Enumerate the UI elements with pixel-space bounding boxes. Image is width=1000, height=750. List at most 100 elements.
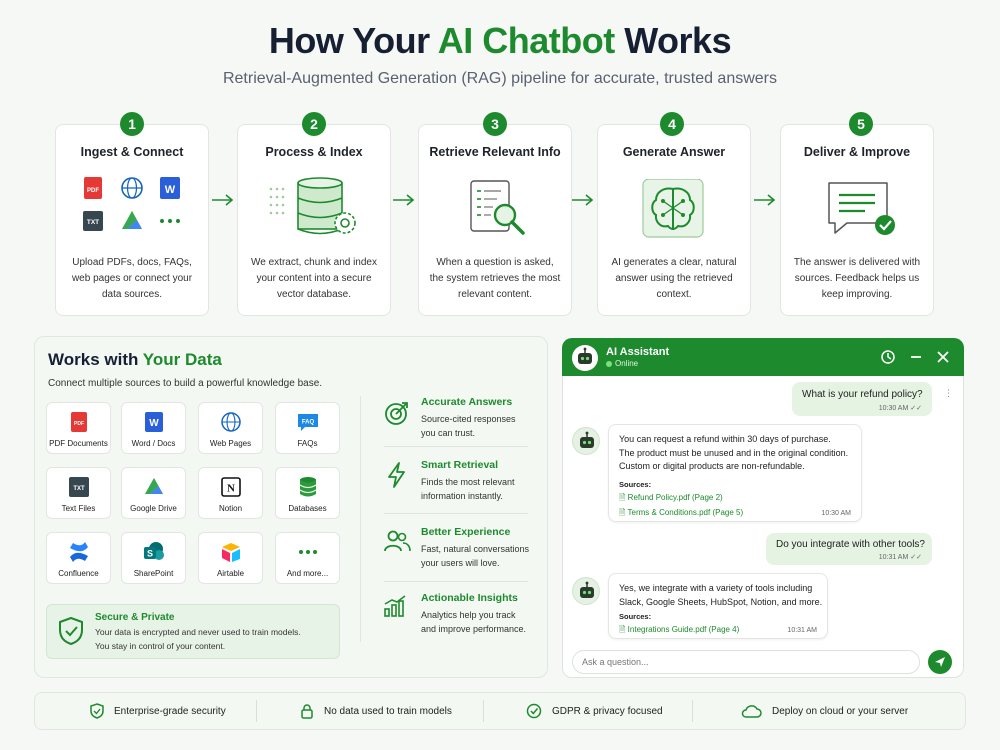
- step-deliver-card: Deliver & Improve The answer is delivere…: [780, 124, 934, 316]
- source-tile-notion[interactable]: N Notion: [198, 467, 263, 519]
- bot-avatar: [572, 577, 600, 605]
- arrow-right-icon: [212, 194, 234, 206]
- page-subtitle: Retrieval-Augmented Generation (RAG) pip…: [222, 70, 778, 87]
- step-process-card: Process & Index We extract, chunk and in…: [237, 124, 391, 316]
- source-tile-word[interactable]: W Word / Docs: [121, 402, 186, 454]
- source-tile-drive[interactable]: Google Drive: [121, 467, 186, 519]
- svg-text:TXT: TXT: [73, 486, 85, 492]
- message-time: 10:31 AM ✓✓: [878, 554, 922, 561]
- footer-divider: [483, 700, 484, 722]
- avatar: [572, 345, 598, 371]
- pdf-icon: [84, 177, 102, 199]
- footer-divider: [692, 700, 693, 722]
- step-number-badge: 2: [302, 112, 326, 136]
- source-tile-confluence[interactable]: Confluence: [46, 532, 111, 584]
- document-search-icon: [470, 180, 525, 235]
- step-title: Retrieve Relevant Info: [429, 145, 561, 159]
- source-tile-airtable[interactable]: Airtable: [198, 532, 263, 584]
- step-retrieve-card: Retrieve Relevant Info When a question i…: [418, 124, 572, 316]
- chat-status: Online: [615, 359, 639, 368]
- step-description: Upload PDFs, docs, FAQs, web pages or co…: [71, 257, 193, 300]
- step-number-badge: 3: [483, 112, 507, 136]
- secure-text-2: You stay in control of your content.: [95, 641, 226, 651]
- step-title: Deliver & Improve: [803, 145, 911, 159]
- users-icon: [384, 530, 411, 552]
- user-message: Do you integrate with other tools? 10:31…: [766, 533, 932, 565]
- feature-divider: [384, 513, 528, 514]
- shield-check-icon: [59, 616, 83, 646]
- history-icon[interactable]: [880, 349, 896, 365]
- chat-input[interactable]: [572, 650, 920, 674]
- txt-icon: [83, 211, 103, 231]
- step-description: We extract, chunk and index your content…: [251, 257, 377, 300]
- ai-brain-icon: [642, 179, 704, 238]
- source-tile-web[interactable]: Web Pages: [198, 402, 263, 454]
- step-number-badge: 1: [120, 112, 144, 136]
- user-message: What is your refund policy? 10:30 AM ✓✓: [792, 382, 932, 416]
- send-button[interactable]: [928, 650, 952, 674]
- robot-icon: [580, 581, 594, 598]
- svg-text:N: N: [227, 483, 235, 495]
- source-link[interactable]: 🗎 Integrations Guide.pdf (Page 4): [619, 625, 740, 634]
- bot-avatar: [572, 427, 600, 455]
- footer-item-security: Enterprise-grade security: [90, 692, 226, 730]
- step-description: The answer is delivered with sources. Fe…: [793, 257, 921, 300]
- footer-divider: [256, 700, 257, 722]
- source-tile-text[interactable]: TXT Text Files: [46, 467, 111, 519]
- feature-divider: [384, 581, 528, 582]
- footer-item-deploy: Deploy on cloud or your server: [740, 692, 908, 730]
- step-title: Generate Answer: [622, 145, 726, 159]
- message-time: 10:31 AM: [787, 627, 817, 634]
- arrow-right-icon: [393, 194, 415, 206]
- robot-icon: [580, 431, 594, 448]
- send-icon: [935, 657, 945, 667]
- step-generate-card: Generate Answer AI generates a clear, na…: [597, 124, 751, 316]
- word-icon: W: [144, 412, 163, 432]
- source-tile-sharepoint[interactable]: S SharePoint: [121, 532, 186, 584]
- source-tile-faq[interactable]: FAQ FAQs: [275, 402, 340, 454]
- globe-icon: [121, 177, 143, 199]
- close-icon[interactable]: [935, 349, 951, 365]
- sharepoint-icon: S: [143, 542, 164, 560]
- online-dot: [606, 361, 612, 367]
- page-title: How Your AI Chatbot Works: [268, 20, 732, 61]
- source-link[interactable]: 🗎 Terms & Conditions.pdf (Page 5): [619, 508, 744, 517]
- robot-icon: [578, 347, 592, 364]
- airtable-icon: [221, 543, 240, 562]
- step-description: AI generates a clear, natural answer usi…: [611, 257, 737, 300]
- source-tile-more[interactable]: And more...: [275, 532, 340, 584]
- message-time: 10:30 AM ✓✓: [878, 405, 922, 412]
- bot-message: You can request a refund within 30 days …: [608, 424, 862, 522]
- cloud-icon: [741, 705, 762, 718]
- data-panel-subtitle: Connect multiple sources to build a powe…: [48, 378, 323, 389]
- feature-divider: [384, 446, 528, 447]
- database-icon: [299, 477, 316, 497]
- source-link[interactable]: 🗎 Refund Policy.pdf (Page 2): [619, 493, 723, 502]
- target-icon: [385, 402, 408, 425]
- secure-text-1: Your data is encrypted and never used to…: [95, 627, 301, 637]
- step-description: When a question is asked, the system ret…: [429, 257, 561, 300]
- lightning-icon: [388, 462, 405, 488]
- text-file-icon: TXT: [68, 477, 89, 497]
- minimize-icon[interactable]: [908, 349, 924, 365]
- source-tile-databases[interactable]: Databases: [275, 467, 340, 519]
- message-options-icon[interactable]: ⋮: [944, 388, 953, 398]
- step-number-badge: 4: [660, 112, 684, 136]
- bot-message: Yes, we integrate with a variety of tool…: [608, 573, 828, 639]
- confluence-icon: [69, 542, 88, 562]
- word-icon-text: W: [165, 184, 176, 196]
- svg-text:FAQ: FAQ: [301, 420, 314, 426]
- file-icon: 🗎: [619, 493, 626, 502]
- file-icon: 🗎: [619, 625, 626, 634]
- pdf-icon: PDF: [70, 412, 87, 432]
- footer-bar: [34, 692, 966, 730]
- source-tile-pdf[interactable]: PDF PDF Documents: [46, 402, 111, 454]
- shield-check-icon: [90, 703, 104, 719]
- globe-icon: [220, 412, 241, 432]
- chat-check-icon: [828, 182, 895, 235]
- arrow-right-icon: [754, 194, 776, 206]
- more-icon: [160, 219, 180, 223]
- panel-divider: [360, 396, 361, 642]
- step-title: Process & Index: [265, 145, 363, 159]
